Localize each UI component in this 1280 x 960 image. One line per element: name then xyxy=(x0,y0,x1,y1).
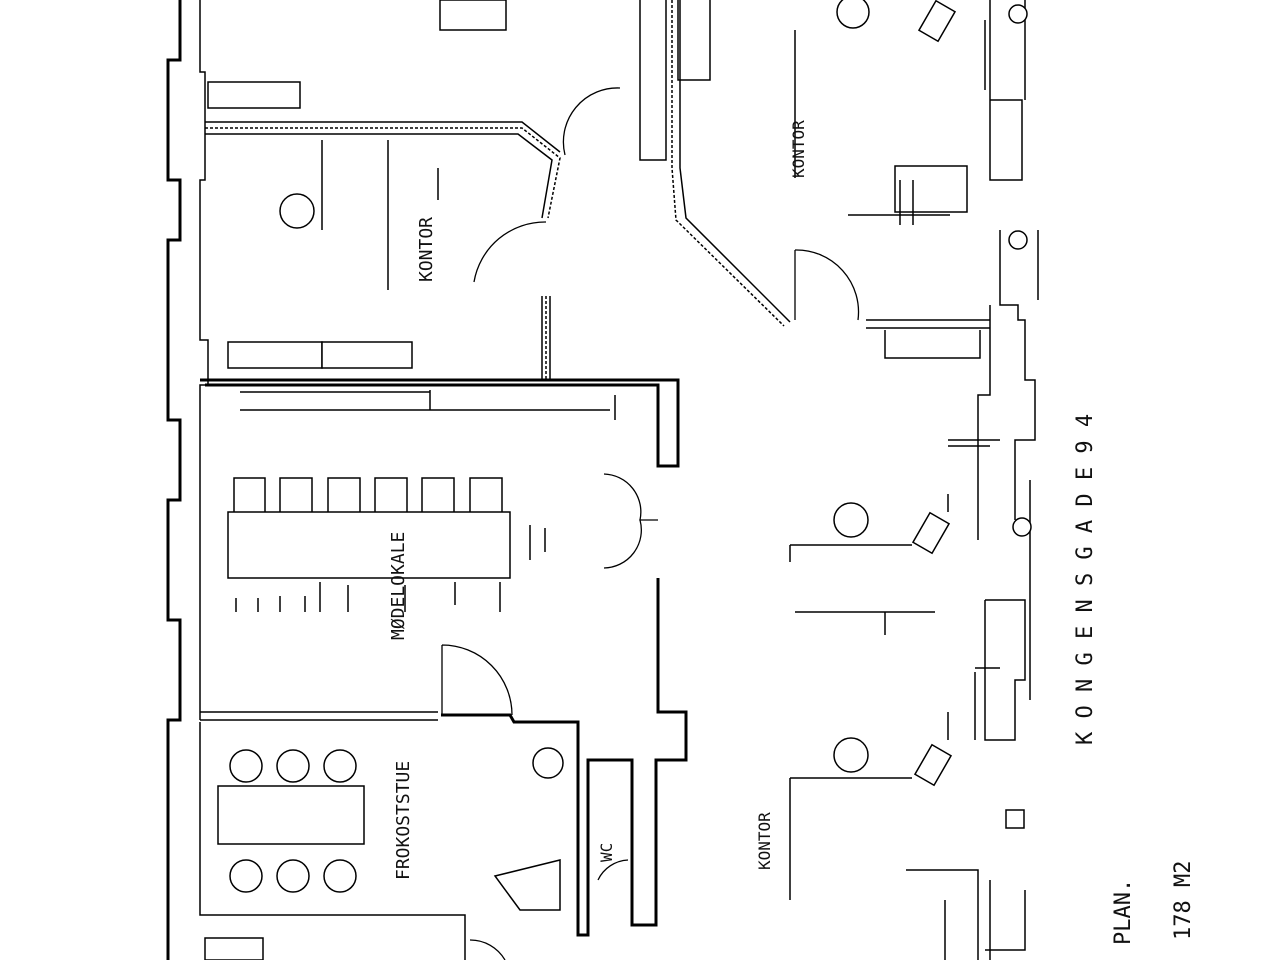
chair xyxy=(833,737,869,773)
chair xyxy=(229,749,263,783)
door-swing xyxy=(469,939,506,960)
room-label-wc: WC xyxy=(597,843,616,862)
door-swing xyxy=(441,644,513,716)
wall-horizontal xyxy=(200,378,680,468)
door-swing xyxy=(562,87,621,156)
chair xyxy=(323,749,357,783)
room-label-kontor-bottom: KONTOR xyxy=(755,812,774,870)
room-frokoststue xyxy=(199,722,564,960)
radiator xyxy=(1008,230,1028,250)
desk xyxy=(894,165,968,213)
chair xyxy=(276,749,310,783)
chair xyxy=(917,0,957,43)
chair xyxy=(229,859,263,893)
room-label-kontor-left: KONTOR xyxy=(416,217,437,282)
facade-wall-right xyxy=(948,0,1039,960)
room-kontor-left xyxy=(205,0,621,380)
dining-table xyxy=(217,785,365,845)
cabinet xyxy=(204,937,264,960)
door-swing xyxy=(473,221,547,283)
room-kontor-top-right xyxy=(639,0,990,359)
chair xyxy=(323,859,357,893)
chair xyxy=(279,193,315,229)
exterior-wall-left xyxy=(166,0,209,960)
chairs-bottom-row xyxy=(235,525,546,612)
desk xyxy=(207,81,301,109)
radiator xyxy=(1008,4,1028,24)
room-open-area xyxy=(789,494,979,960)
chairs-top-row xyxy=(233,477,503,512)
desk xyxy=(321,341,413,369)
room-label-modelokale: MØDELOKALE xyxy=(388,532,409,640)
radiator xyxy=(1005,809,1025,829)
room-label-kontor-top-right: KONTOR xyxy=(789,120,808,178)
chair xyxy=(913,743,953,787)
door-swing xyxy=(597,859,629,881)
plan-label: PLAN. xyxy=(1111,879,1136,945)
chair xyxy=(276,859,310,893)
meeting-table xyxy=(227,511,511,579)
chair xyxy=(833,502,869,538)
street-label: K O N G E N S G A D E 9 4 xyxy=(1073,414,1098,745)
room-label-frokoststue: FROKOSTSTUE xyxy=(393,761,414,880)
radiator xyxy=(1012,517,1032,537)
door-swing xyxy=(794,249,860,321)
room-modelokale xyxy=(200,390,688,937)
chair xyxy=(836,0,870,29)
room-wc xyxy=(597,859,629,881)
chair xyxy=(911,511,951,555)
desk xyxy=(227,341,323,369)
double-door xyxy=(603,473,658,569)
desk xyxy=(439,0,507,31)
sink xyxy=(532,747,564,779)
area-label: 178 M2 xyxy=(1171,861,1196,940)
